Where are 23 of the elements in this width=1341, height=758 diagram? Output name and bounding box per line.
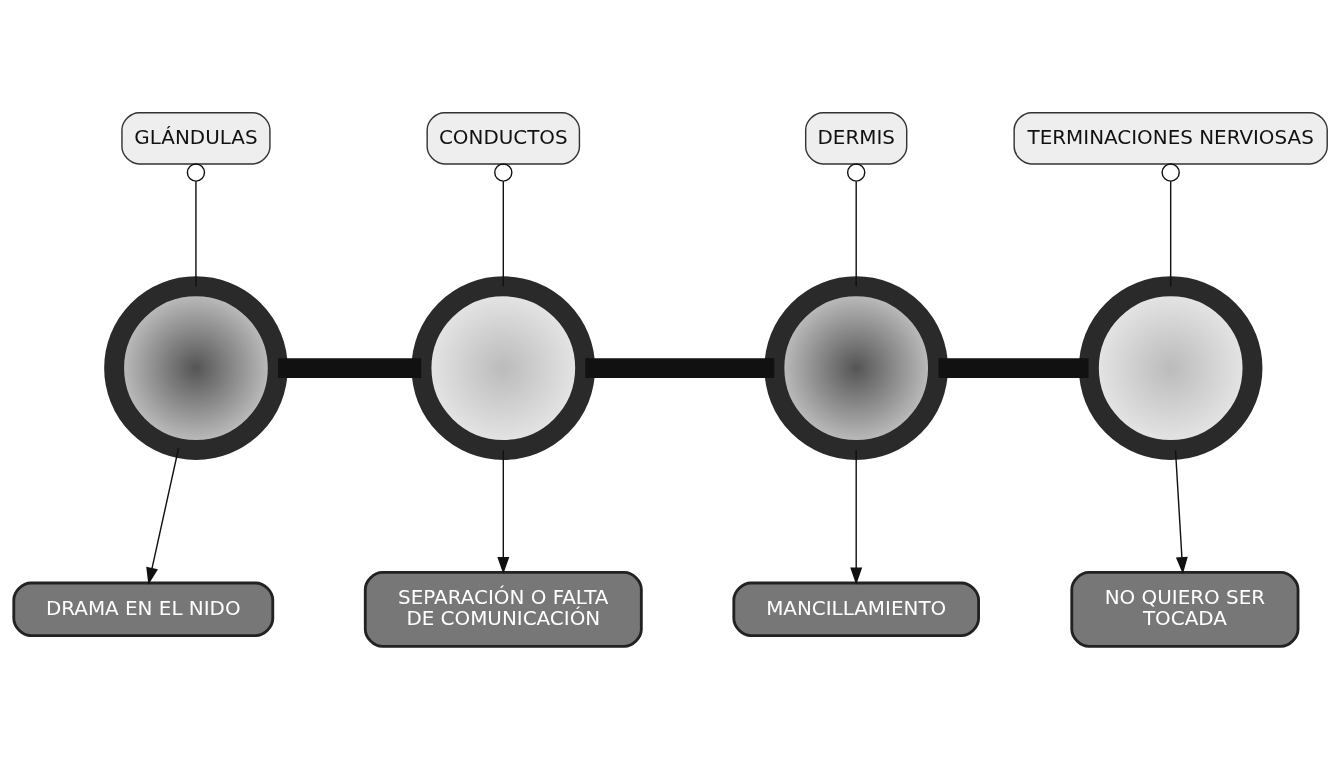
- arrow: [497, 449, 510, 574]
- arrow: [850, 449, 863, 585]
- node-circle: [1078, 275, 1263, 460]
- connector: [494, 162, 513, 287]
- node-box: MANCILLAMIENTO: [732, 581, 980, 637]
- node-box: DERMIS: [804, 111, 908, 165]
- node-box: NO QUIERO SER TOCADA: [1070, 570, 1300, 648]
- node-box: CONDUCTOS: [426, 111, 581, 165]
- node-circle: [104, 275, 288, 460]
- node-circle: [411, 275, 596, 460]
- arrow: [1174, 449, 1188, 574]
- connector: [938, 357, 1089, 378]
- connector: [846, 162, 866, 287]
- node-box: TERMINACIONES NERVIOSAS: [1013, 111, 1328, 165]
- connector: [585, 357, 775, 378]
- node-box: GLÁNDULAS: [121, 111, 271, 165]
- node-box: DRAMA EN EL NIDO: [12, 581, 275, 637]
- connector: [186, 162, 206, 287]
- connector: [1161, 162, 1180, 287]
- node-box: SEPARACIÓN O FALTA DE COMUNICACIÓN: [363, 570, 643, 648]
- arrow: [146, 447, 180, 585]
- connector: [278, 357, 422, 378]
- node-circle: [764, 275, 948, 460]
